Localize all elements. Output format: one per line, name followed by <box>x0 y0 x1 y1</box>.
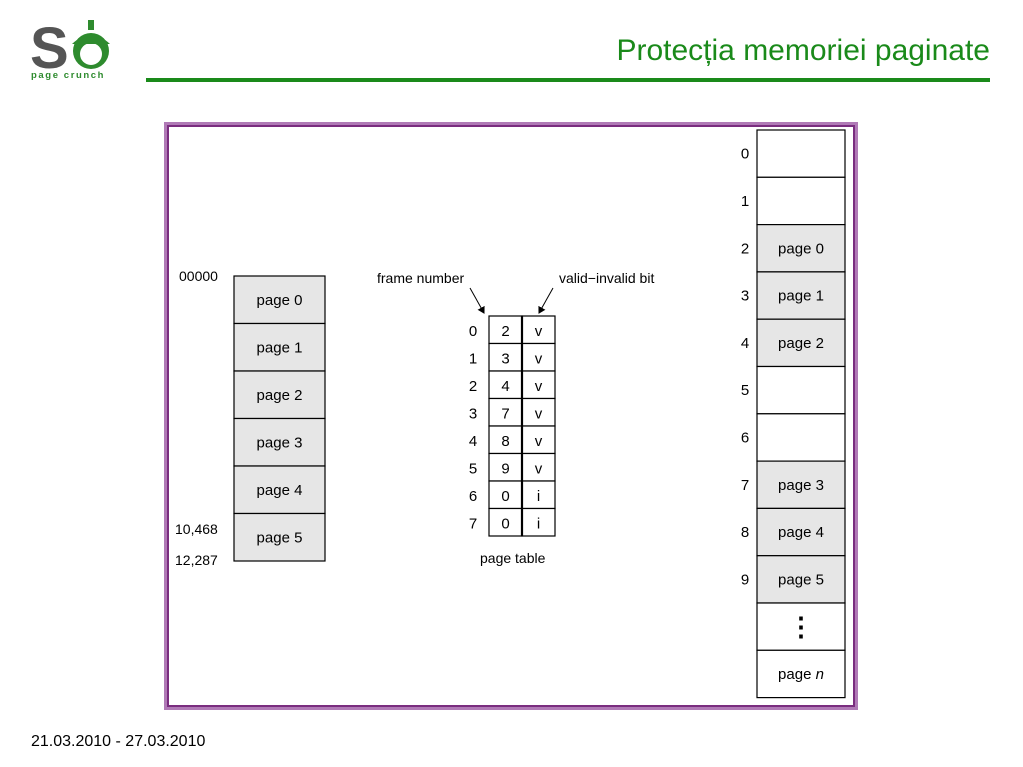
page-table-index: 2 <box>469 378 477 395</box>
logical-page-box <box>233 417 326 467</box>
valid-bit-value: v <box>535 406 543 423</box>
valid-bit-cell <box>521 315 556 345</box>
last-frame-label: page n <box>778 666 824 683</box>
valid-bit-value: v <box>535 323 543 340</box>
frame-number-value: 9 <box>501 461 509 478</box>
paging-diagram-frame: 00000 10,468 12,287 page 0 page 1 page 2 pa… <box>164 122 858 710</box>
address-10468: 10,468 <box>175 521 218 537</box>
logical-page-box <box>233 370 326 420</box>
frame-number-value: 0 <box>501 488 509 505</box>
acorn-icon <box>72 20 110 69</box>
physical-frame-box <box>756 365 846 415</box>
frame-number-value: 2 <box>501 323 509 340</box>
valid-bit-cell <box>521 507 556 537</box>
physical-frame-box <box>756 413 846 462</box>
frame-index: 7 <box>741 477 749 494</box>
frame-number-value: 4 <box>501 378 509 395</box>
valid-bit-value: v <box>535 433 543 450</box>
address-start: 00000 <box>179 268 218 284</box>
frame-cell <box>488 507 523 537</box>
physical-frame-box <box>756 176 846 226</box>
logical-page-label: page 2 <box>257 387 303 404</box>
logical-page-label: page 1 <box>257 340 303 357</box>
ellipsis-frame-box <box>756 602 846 651</box>
last-frame-variable: n <box>816 666 824 683</box>
page-table-index: 5 <box>469 461 477 478</box>
physical-frame-box <box>756 460 846 510</box>
page-table-index: 3 <box>469 406 477 423</box>
page-table-index: 0 <box>469 323 477 340</box>
page-table-index: 1 <box>469 351 477 368</box>
physical-frame-box <box>756 507 846 557</box>
page-crunch-logo: S <box>30 16 110 81</box>
footer-date: 21.03.2010 - 27.03.2010 <box>31 733 206 750</box>
physical-frame-label: page 2 <box>778 335 824 352</box>
frame-index: 3 <box>741 288 749 305</box>
logical-page-label: page 4 <box>257 482 303 499</box>
frame-number-value: 7 <box>501 406 509 423</box>
ellipsis-dots: ⋮ <box>788 612 814 642</box>
address-12287: 12,287 <box>175 552 218 568</box>
page-table-index: 7 <box>469 516 477 533</box>
valid-bit-value: i <box>537 488 540 505</box>
frame-index: 9 <box>741 571 749 588</box>
logical-memory: 00000 10,468 12,287 page 0 page 1 page 2 pa… <box>175 268 326 568</box>
page-table-index: 6 <box>469 488 477 505</box>
page-title: Protecția memoriei paginate <box>616 34 990 67</box>
last-frame-box <box>756 649 846 699</box>
logical-page-label: page 0 <box>257 292 303 309</box>
valid-bit-value: v <box>535 378 543 395</box>
frame-index: 2 <box>741 240 749 257</box>
frame-number-value: 0 <box>501 516 509 533</box>
frame-number-value: 3 <box>501 351 509 368</box>
physical-frame-box <box>756 271 846 320</box>
physical-memory: 0 1 2 page 0 3 page 1 4 page 2 5 6 7 page 3 8 page 4 9… <box>741 129 846 699</box>
logical-page-box <box>233 322 326 372</box>
page-table-index: 4 <box>469 433 477 450</box>
frame-number-label: frame number <box>377 270 464 286</box>
page-table: frame number valid−invalid bit page tabl… <box>377 270 654 566</box>
valid-bit-value: i <box>537 516 540 533</box>
page-table-caption: page table <box>480 550 546 566</box>
valid-bit-value: v <box>535 461 543 478</box>
logo-text: page crunch <box>31 70 106 81</box>
physical-frame-box <box>756 555 846 604</box>
logo-s-letter: S <box>30 16 69 81</box>
frame-index: 8 <box>741 524 749 541</box>
frame-cell <box>488 370 523 400</box>
frame-index: 4 <box>741 335 749 352</box>
valid-bit-cell <box>521 425 556 455</box>
title-underline <box>146 78 990 82</box>
valid-bit-arrow <box>538 287 554 314</box>
logical-page-box <box>233 512 326 562</box>
frame-cell <box>488 342 523 372</box>
physical-frame-box <box>756 129 846 178</box>
valid-invalid-label: valid−invalid bit <box>559 270 654 286</box>
frame-index: 0 <box>741 146 749 163</box>
physical-frame-label: page 3 <box>778 477 824 494</box>
physical-frame-label: page 4 <box>778 524 824 541</box>
frame-index: 6 <box>741 429 749 446</box>
frame-index: 1 <box>741 193 749 210</box>
frame-number-value: 8 <box>501 433 509 450</box>
valid-bit-cell <box>521 452 556 482</box>
physical-frame-label: page 5 <box>778 571 824 588</box>
frame-cell <box>488 452 523 482</box>
logical-page-box <box>233 465 326 515</box>
logical-page-label: page 3 <box>257 435 303 452</box>
last-frame-prefix: page <box>778 666 816 683</box>
valid-bit-value: v <box>535 351 543 368</box>
logical-page-label: page 5 <box>257 530 303 547</box>
physical-frame-box <box>756 318 846 368</box>
paging-diagram: 00000 10,468 12,287 page 0 page 1 page 2 pa… <box>175 129 846 699</box>
physical-frame-label: page 1 <box>778 288 824 305</box>
physical-frame-label: page 0 <box>778 240 824 257</box>
frame-number-arrow <box>469 287 485 314</box>
frame-index: 5 <box>741 382 749 399</box>
